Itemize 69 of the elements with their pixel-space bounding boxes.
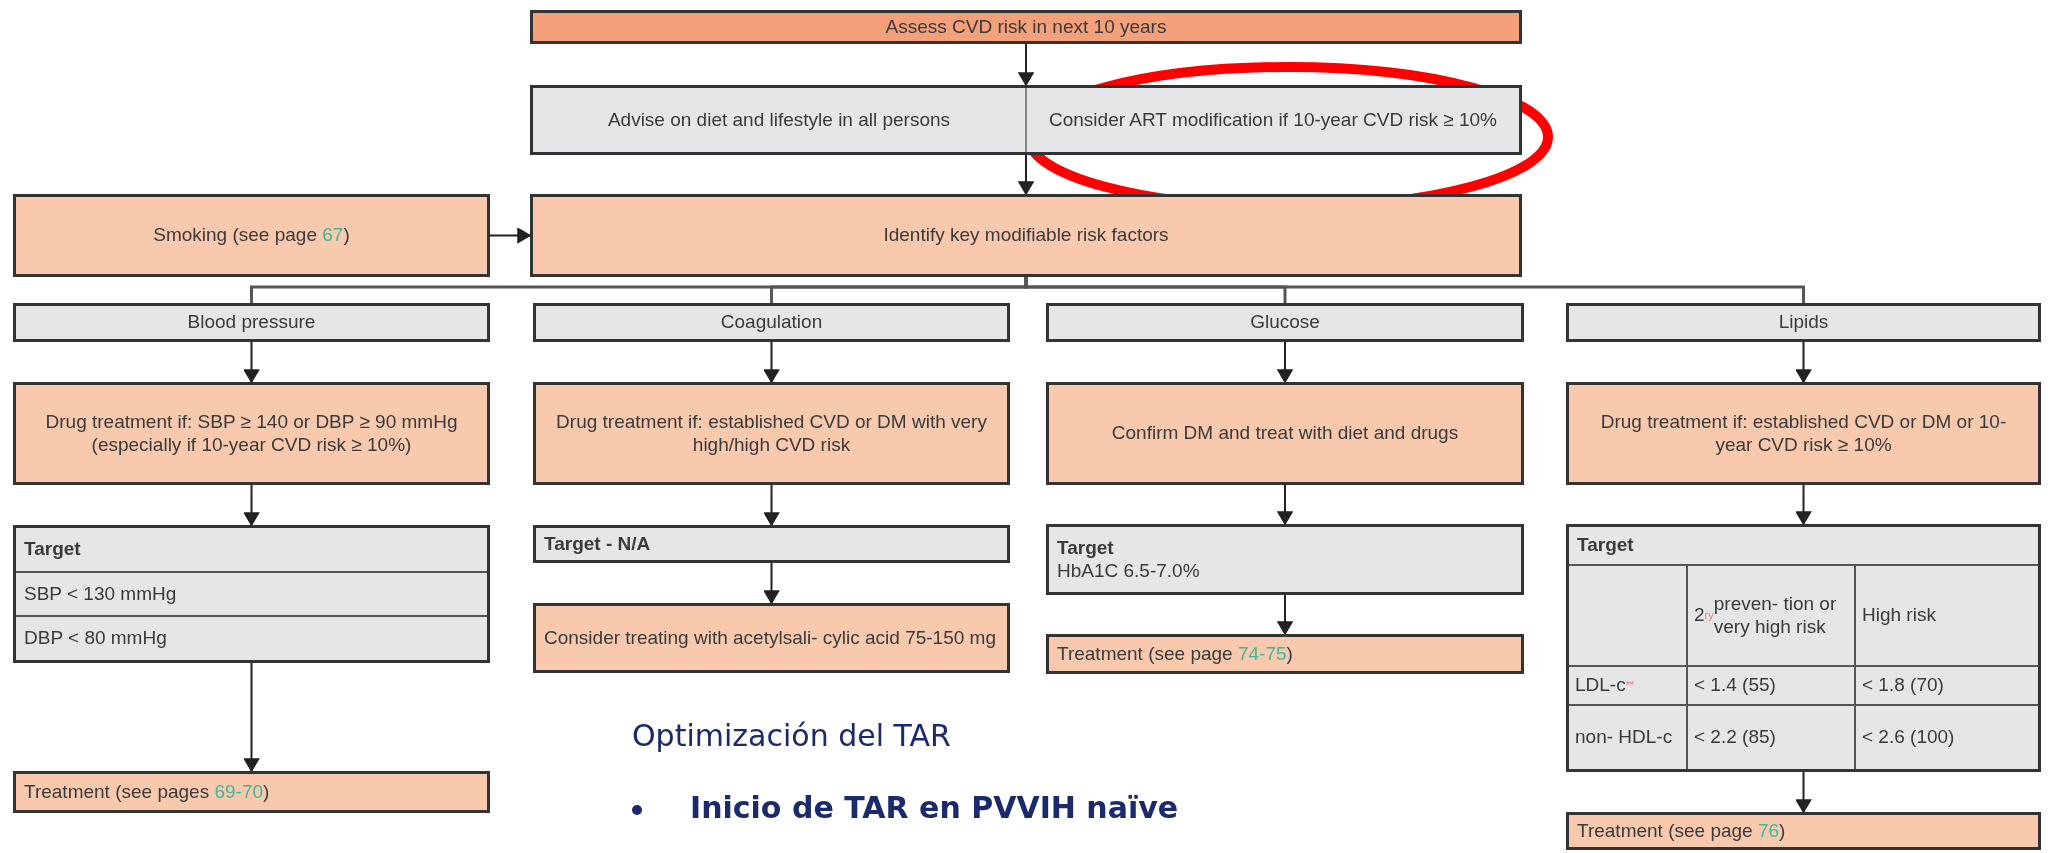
category-box — [1046, 303, 1524, 342]
treatment-box — [1046, 634, 1524, 674]
connector-line — [1024, 277, 1805, 303]
box-heading: Target — [1057, 536, 1115, 560]
table-cell: High risk — [1856, 564, 2038, 665]
category-box — [533, 303, 1010, 342]
box-text: Blood pressure — [187, 311, 316, 334]
category-box — [13, 303, 490, 342]
arrow — [243, 484, 260, 526]
bullet-text: Inicio de TAR en PVVIH naïve — [690, 790, 1179, 825]
heading-text: Optimización del TAR — [632, 718, 951, 753]
arrow — [1018, 154, 1034, 195]
table-header: Target — [23, 536, 82, 561]
target-value: SBP < 130 mmHg — [16, 570, 487, 616]
table-cell: < 2.2 (85) — [1688, 704, 1856, 769]
box-text: Drug treatment if: SBP ≥ 140 or DBP ≥ 90 mmHg (especially if 10-year CVD risk ≥ 10%) — [44, 410, 459, 457]
box-text: Smoking (see page 67) — [153, 224, 350, 247]
arrow — [1018, 43, 1034, 86]
box-text: Treatment (see pages 69-70) — [24, 780, 271, 804]
treatment-box — [1566, 812, 2041, 850]
arrow — [1795, 341, 1812, 383]
process-box — [530, 85, 1522, 155]
criteria-box — [1046, 382, 1524, 485]
table-cell: LDL-c$^{**}$ — [1569, 665, 1688, 704]
box-text: Target - N/A — [544, 532, 652, 556]
process-box — [13, 194, 490, 277]
table-cell: < 1.4 (55) — [1688, 665, 1856, 704]
box-text: Identify key modifiable risk factors — [883, 224, 1169, 247]
arrow — [763, 562, 780, 604]
process-box — [530, 194, 1522, 277]
box-text: Treatment (see page 74-75) — [1057, 642, 1294, 666]
arrow — [1277, 341, 1293, 383]
box-text: Consider treating with acetylsali- cylic acid 75-150 mg — [544, 626, 997, 650]
box-text: Advise on diet and lifestyle in all persons — [606, 108, 952, 132]
criteria-box — [13, 382, 490, 485]
process-box — [530, 10, 1522, 44]
criteria-box — [1566, 382, 2041, 485]
table-cell: < 1.8 (70) — [1856, 665, 2038, 704]
criteria-box — [533, 382, 1010, 485]
box-text: Consider ART modification if 10-year CVD risk ≥ 10% — [1048, 108, 1498, 132]
table-header: Target — [1576, 533, 1635, 558]
arrow — [763, 484, 780, 526]
box-text: Glucose — [1250, 311, 1320, 334]
target-table — [1566, 524, 2041, 772]
target-box — [533, 525, 1010, 563]
box-text: Assess CVD risk in next 10 years — [885, 15, 1167, 39]
arrow — [243, 662, 260, 772]
box-text: Treatment (see page 76) — [1577, 819, 1787, 843]
arrow — [489, 227, 531, 244]
box-text: Drug treatment if: established CVD or DM or 10-year CVD risk ≥ 10% — [1599, 410, 2008, 457]
arrow — [1795, 484, 1812, 525]
arrow — [1277, 594, 1293, 635]
box-text: Lipids — [1778, 311, 1829, 334]
table-cell: < 2.6 (100) — [1856, 704, 2038, 769]
arrow — [243, 341, 260, 383]
table-cell: non- HDL-c — [1569, 704, 1688, 769]
arrow — [1277, 484, 1293, 525]
box-text: Drug treatment if: established CVD or DM with very high/high CVD risk — [555, 410, 988, 457]
treatment-box — [533, 603, 1010, 673]
category-box — [1566, 303, 2041, 342]
treatment-box — [13, 771, 490, 813]
box-text: Coagulation — [720, 311, 823, 334]
box-text: Confirm DM and treat with diet and drugs — [1111, 422, 1459, 445]
target-box — [1046, 524, 1524, 595]
target-table — [13, 525, 490, 663]
target-value: HbA1C 6.5-7.0% — [1057, 559, 1201, 583]
target-value: DBP < 80 mmHg — [16, 615, 487, 660]
arrow — [1795, 771, 1812, 813]
arrow — [763, 341, 780, 383]
